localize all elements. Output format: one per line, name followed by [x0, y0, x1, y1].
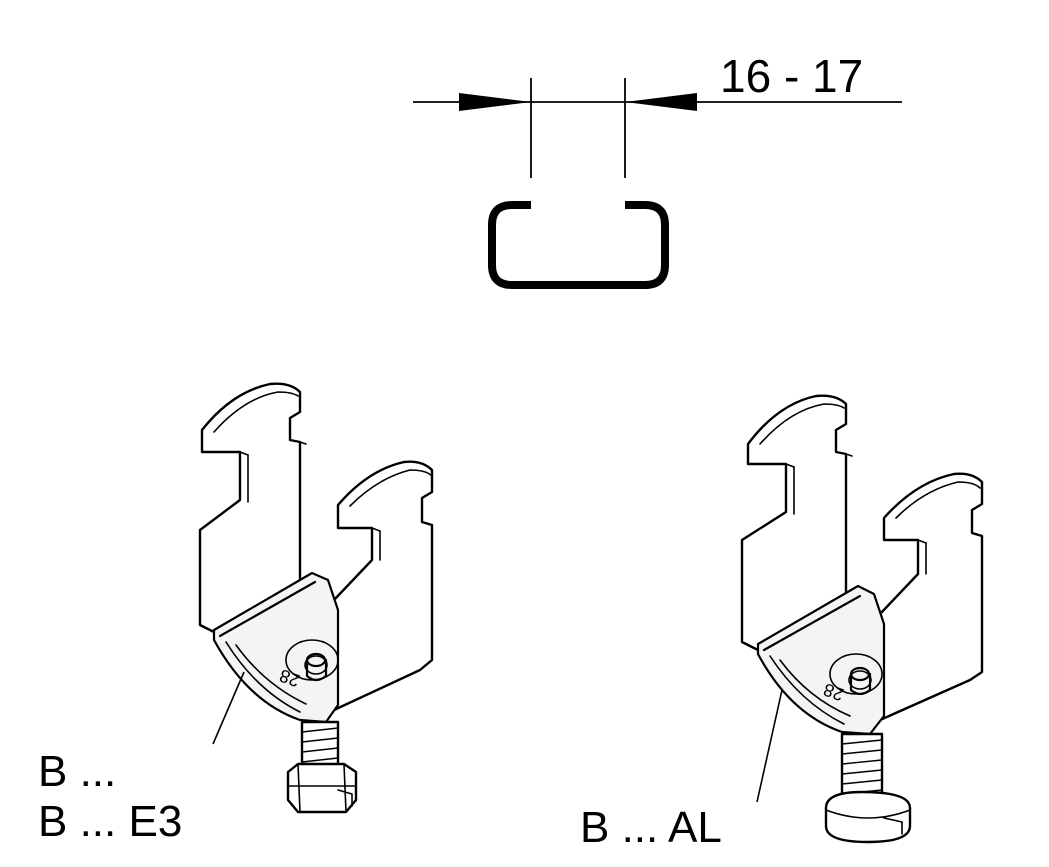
arrowhead-right — [625, 93, 697, 111]
clip-front-arm — [878, 472, 984, 722]
part-label-b-al: B ... AL — [580, 803, 722, 852]
leader-line-right — [756, 689, 783, 803]
cable-clip-left: 28 — [198, 382, 434, 814]
clip-back-arm — [740, 394, 848, 652]
clip-front-arm — [332, 460, 434, 712]
dimension-annotation: 16 - 17 — [413, 50, 902, 178]
part-label-b-e3: B ... E3 — [38, 797, 182, 846]
clip-back-arm — [198, 382, 302, 634]
arrowhead-left — [459, 93, 531, 111]
channel-profile — [488, 201, 669, 289]
hex-nut — [286, 762, 358, 814]
leader-line-left — [212, 671, 245, 745]
screw-head — [824, 790, 912, 844]
cable-clip-right: 28 — [740, 394, 984, 844]
clamp-screw-left — [286, 720, 358, 814]
clip-saddle — [756, 584, 886, 736]
dimension-label: 16 - 17 — [720, 50, 863, 102]
part-label-b: B ... — [38, 747, 116, 796]
clamp-screw-right — [824, 732, 912, 844]
